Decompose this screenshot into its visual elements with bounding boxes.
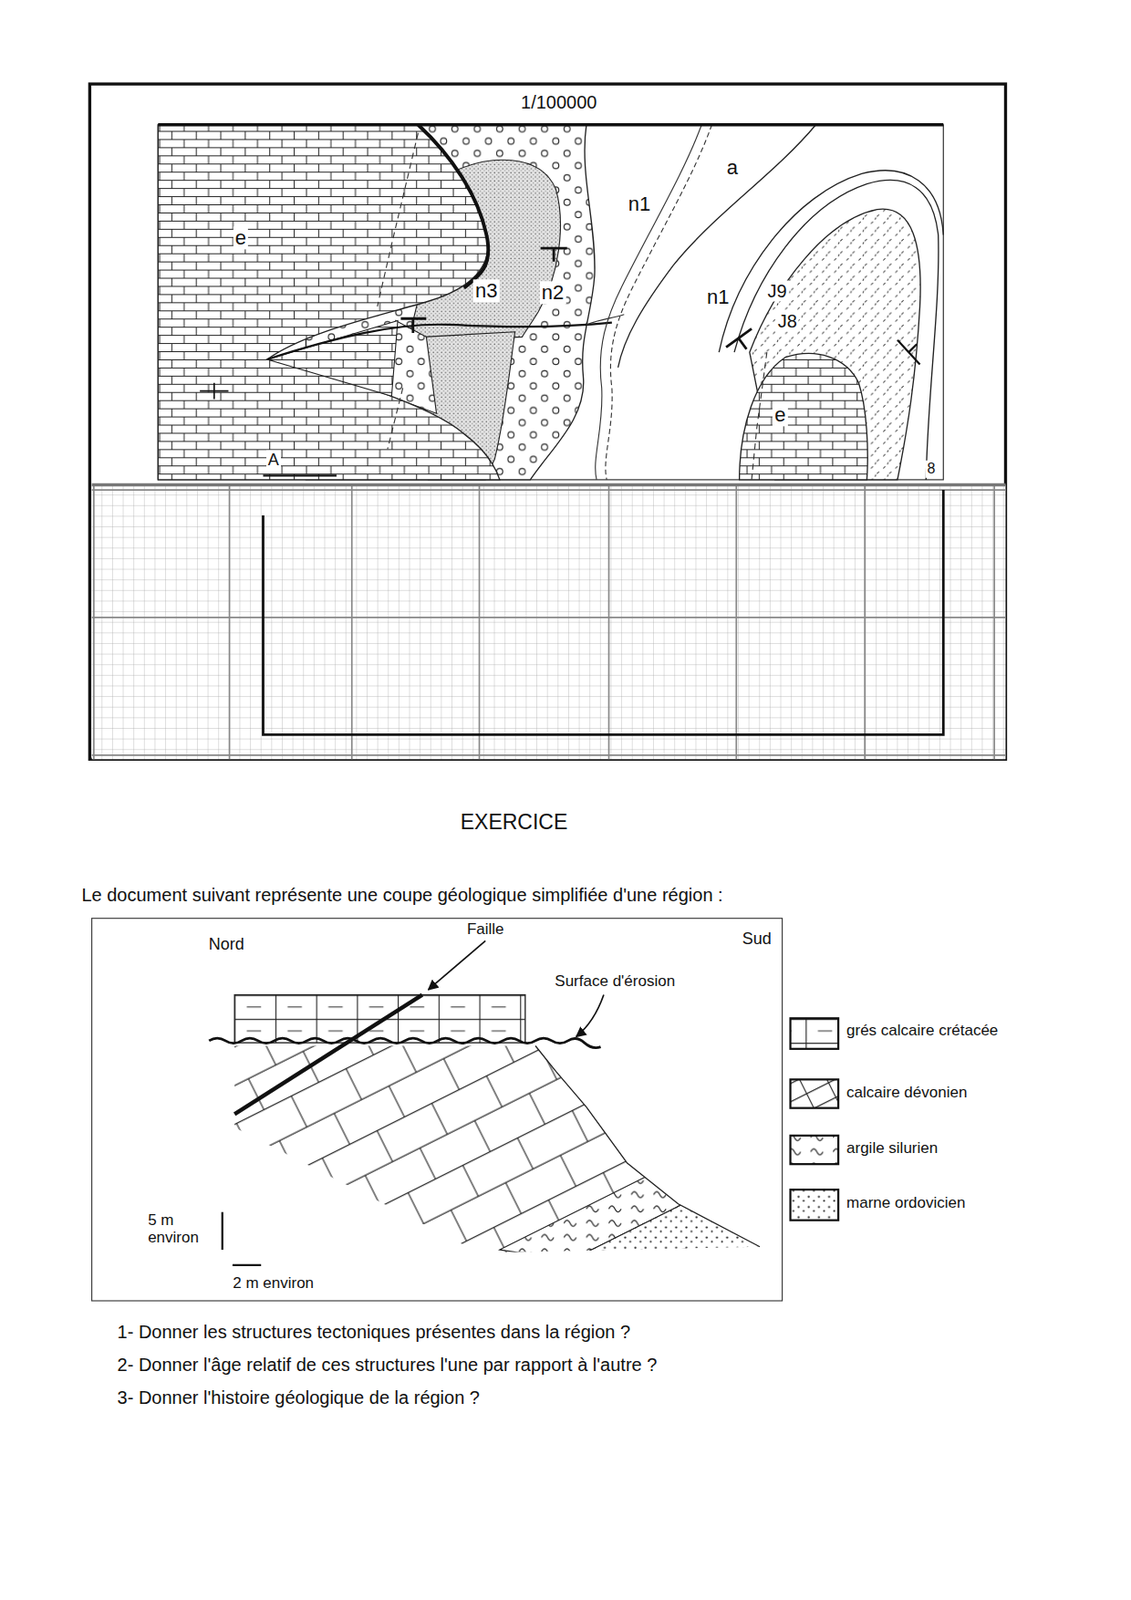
map-scale: 1/100000 — [520, 91, 597, 113]
section-label: Sud — [742, 928, 772, 948]
legend-swatch — [790, 1135, 840, 1164]
limestone-outcrop — [267, 320, 398, 396]
fault-line — [267, 322, 613, 360]
dip-symbol — [540, 248, 568, 262]
dip-symbol — [400, 318, 426, 333]
map-label: n2 — [539, 280, 566, 304]
map-label: A — [266, 450, 281, 470]
dashed-line — [751, 352, 768, 480]
cretaceous-sandstone — [234, 995, 526, 1044]
leader-arrow — [576, 995, 604, 1038]
leader-arrow — [428, 940, 487, 990]
map-label: n1 — [626, 192, 653, 216]
dip-symbol — [897, 340, 921, 365]
question: 2- Donner l'âge relatif de ces structure… — [117, 1354, 658, 1376]
section-label: Faille — [466, 920, 505, 939]
question: 3- Donner l'histoire géologique de la ré… — [117, 1386, 480, 1408]
dip-symbol — [726, 328, 752, 349]
exercise-title: EXERCICE — [460, 809, 569, 834]
grid-major — [92, 484, 1007, 759]
map-label: J9 — [765, 280, 789, 301]
grid — [92, 484, 1007, 759]
map-label: n1 — [705, 286, 731, 310]
river — [595, 124, 703, 480]
legend-text: calcaire dévonien — [846, 1083, 967, 1102]
section-line — [262, 474, 337, 477]
section-label: Surface d'érosion — [554, 972, 675, 991]
thrust-contact — [417, 124, 488, 289]
contact-line — [734, 179, 939, 479]
sheet-frame — [89, 83, 1006, 759]
limestone-outcrop — [157, 124, 500, 480]
map-label: J8 — [776, 311, 799, 333]
map-label: e — [772, 403, 788, 426]
map-label: a — [725, 156, 740, 180]
legend-text: argile silurien — [846, 1139, 938, 1158]
figure-frame — [92, 918, 783, 1301]
river — [586, 314, 624, 325]
geological-map — [157, 124, 944, 480]
legend-text: marne ordovicien — [846, 1194, 965, 1214]
fault — [234, 995, 423, 1115]
scale-text: 2 m environ — [232, 1274, 314, 1293]
slope — [535, 1045, 760, 1246]
map-area — [157, 124, 944, 480]
profile-frame — [262, 489, 944, 735]
map-label: e — [233, 226, 249, 250]
horizontal-symbol — [199, 383, 229, 400]
map-label: 8 — [924, 460, 937, 478]
scale-bar — [232, 1264, 261, 1266]
scale-text: 5 m environ — [147, 1213, 212, 1247]
scale-bar — [221, 1212, 224, 1250]
grid-border — [92, 483, 1007, 487]
legend-swatch — [790, 1079, 840, 1108]
erosion-surface — [208, 1037, 601, 1048]
question: 1- Donner les structures tectoniques pré… — [117, 1321, 632, 1343]
intro-text: Le document suivant représente une coupe… — [81, 883, 723, 905]
section-label: Nord — [208, 934, 245, 955]
river — [605, 124, 713, 480]
legend-text: grés calcaire crétacée — [846, 1022, 998, 1041]
legend-swatch — [790, 1017, 840, 1049]
graph-paper — [92, 484, 1007, 759]
legend-swatch — [790, 1189, 840, 1221]
map-label: n3 — [473, 279, 499, 302]
cross-section — [92, 918, 839, 1301]
ordovician-marl — [570, 1157, 776, 1265]
map-top-border — [157, 123, 944, 126]
dashed-line — [377, 133, 419, 450]
